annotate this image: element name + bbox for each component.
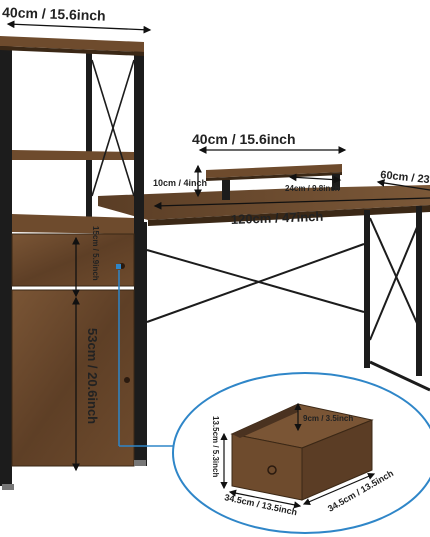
desk-foot <box>369 360 430 392</box>
label-riser-depth: 24cm / 9.8inch <box>285 184 340 193</box>
storage-tower <box>0 36 146 490</box>
desk-leg-back-right <box>416 206 422 376</box>
label-desk-width: 120cm / 47inch <box>231 209 324 227</box>
tower-top-shelf <box>0 36 144 52</box>
tower-post-back <box>86 50 92 220</box>
callout-anchor <box>116 264 121 269</box>
dim-line-desk-width <box>153 197 430 210</box>
dim-line-riser-depth <box>288 173 342 184</box>
label-cabinet-height: 53cm / 20.6inch <box>85 328 100 424</box>
desk-brace <box>146 243 365 323</box>
label-top-width: 40cm / 15.6inch <box>2 4 106 24</box>
dimension-lines <box>6 20 430 472</box>
dim-line-drawer-width <box>228 489 302 509</box>
cabinet-top <box>12 214 134 234</box>
tower-back-brace <box>91 59 135 197</box>
drawer-callout <box>116 264 430 534</box>
tower-post-left <box>0 40 12 486</box>
tower-middle-shelf <box>12 150 134 160</box>
desk-side-brace <box>369 219 421 341</box>
tower-top-edge <box>0 46 144 56</box>
cabinet-drawer-front[interactable] <box>11 233 135 287</box>
desk-brace <box>146 249 365 313</box>
drawer-ring-pull[interactable] <box>267 465 277 475</box>
door-knob[interactable] <box>124 377 130 383</box>
dim-line-top-width <box>6 20 152 34</box>
label-riser-width: 40cm / 15.6inch <box>192 131 296 147</box>
label-drawer-box-height: 13.5cm / 5.3inch <box>211 416 220 477</box>
cabinet-door[interactable] <box>11 289 135 467</box>
tower-foot <box>2 484 14 490</box>
dim-line-desk-depth <box>376 179 430 191</box>
dimension-labels: 40cm / 15.6inch 40cm / 15.6inch 10cm / 4… <box>2 4 430 517</box>
tower-foot <box>134 460 146 466</box>
riser-leg <box>222 180 230 200</box>
tower-post-right <box>134 44 144 462</box>
drawer-back-wall <box>232 404 298 438</box>
label-drawer-inner-depth: 9cm / 3.5inch <box>303 414 353 423</box>
dim-line-drawer-length <box>302 473 376 505</box>
label-drawer-height: 15cm / 5.9inch <box>91 226 100 281</box>
label-riser-height: 10cm / 4inch <box>153 178 207 188</box>
riser-top <box>206 164 342 178</box>
desk-side-brace <box>369 217 421 331</box>
desktop-edge <box>148 205 430 226</box>
desk-leg-front-right <box>364 210 370 368</box>
